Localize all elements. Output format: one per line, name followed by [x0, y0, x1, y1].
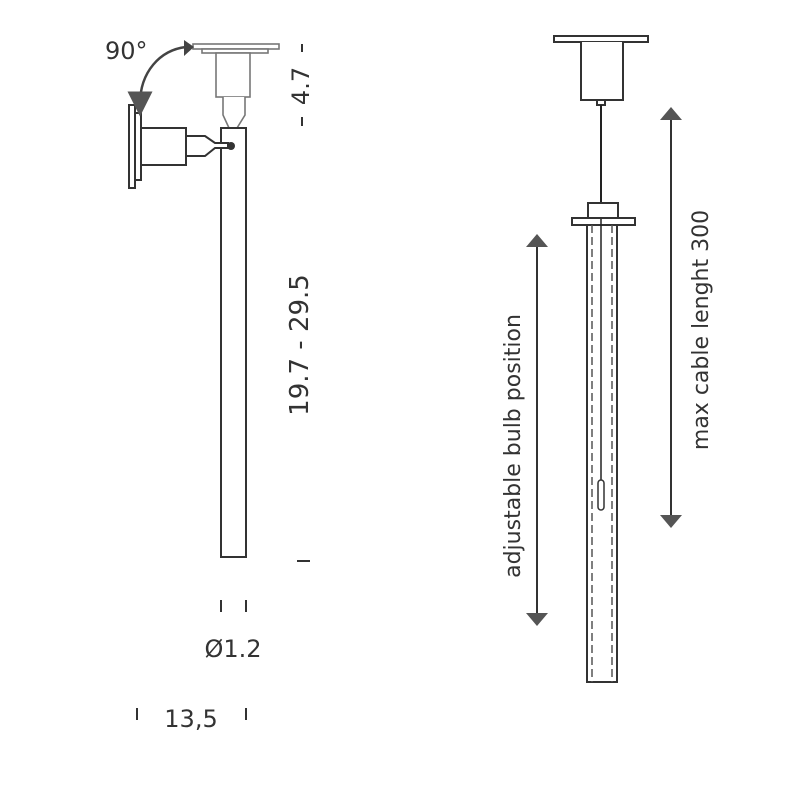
socket-joint [222, 97, 246, 129]
bulb-position-label: adjustable bulb position [501, 314, 526, 578]
arrow-up-icon [526, 234, 548, 247]
pendant-lamp [553, 35, 649, 683]
cable-length-arrow [660, 107, 682, 528]
canopy-body [215, 52, 251, 98]
bulb-position-arrow [526, 234, 548, 626]
rotation-arrow-icon [127, 45, 187, 117]
rotation-arrowhead-icon [184, 40, 194, 56]
lamp-tube [220, 127, 247, 558]
canopy-body [563, 41, 641, 101]
left-wall-lamp [128, 104, 235, 189]
tube-flange [571, 217, 636, 226]
cable-length-label: max cable lenght 300 [689, 210, 714, 450]
pivot-icon [227, 142, 235, 150]
arrow-up-icon [660, 107, 682, 120]
arrow-down-icon [660, 515, 682, 528]
tube-cap [587, 202, 619, 220]
wall-body [140, 127, 187, 166]
diameter-label: Ø1.2 [204, 635, 261, 663]
rotation-label: 90° [105, 37, 148, 65]
left-ceiling-lamp [192, 43, 280, 558]
projection-label: 13,5 [164, 705, 217, 733]
canopy-height-label: 4.7 [287, 67, 315, 105]
cable-grip [596, 99, 606, 106]
arrow-down-icon [526, 613, 548, 626]
length-label: 19.7 - 29.5 [285, 274, 315, 416]
bulb-icon [597, 479, 605, 511]
